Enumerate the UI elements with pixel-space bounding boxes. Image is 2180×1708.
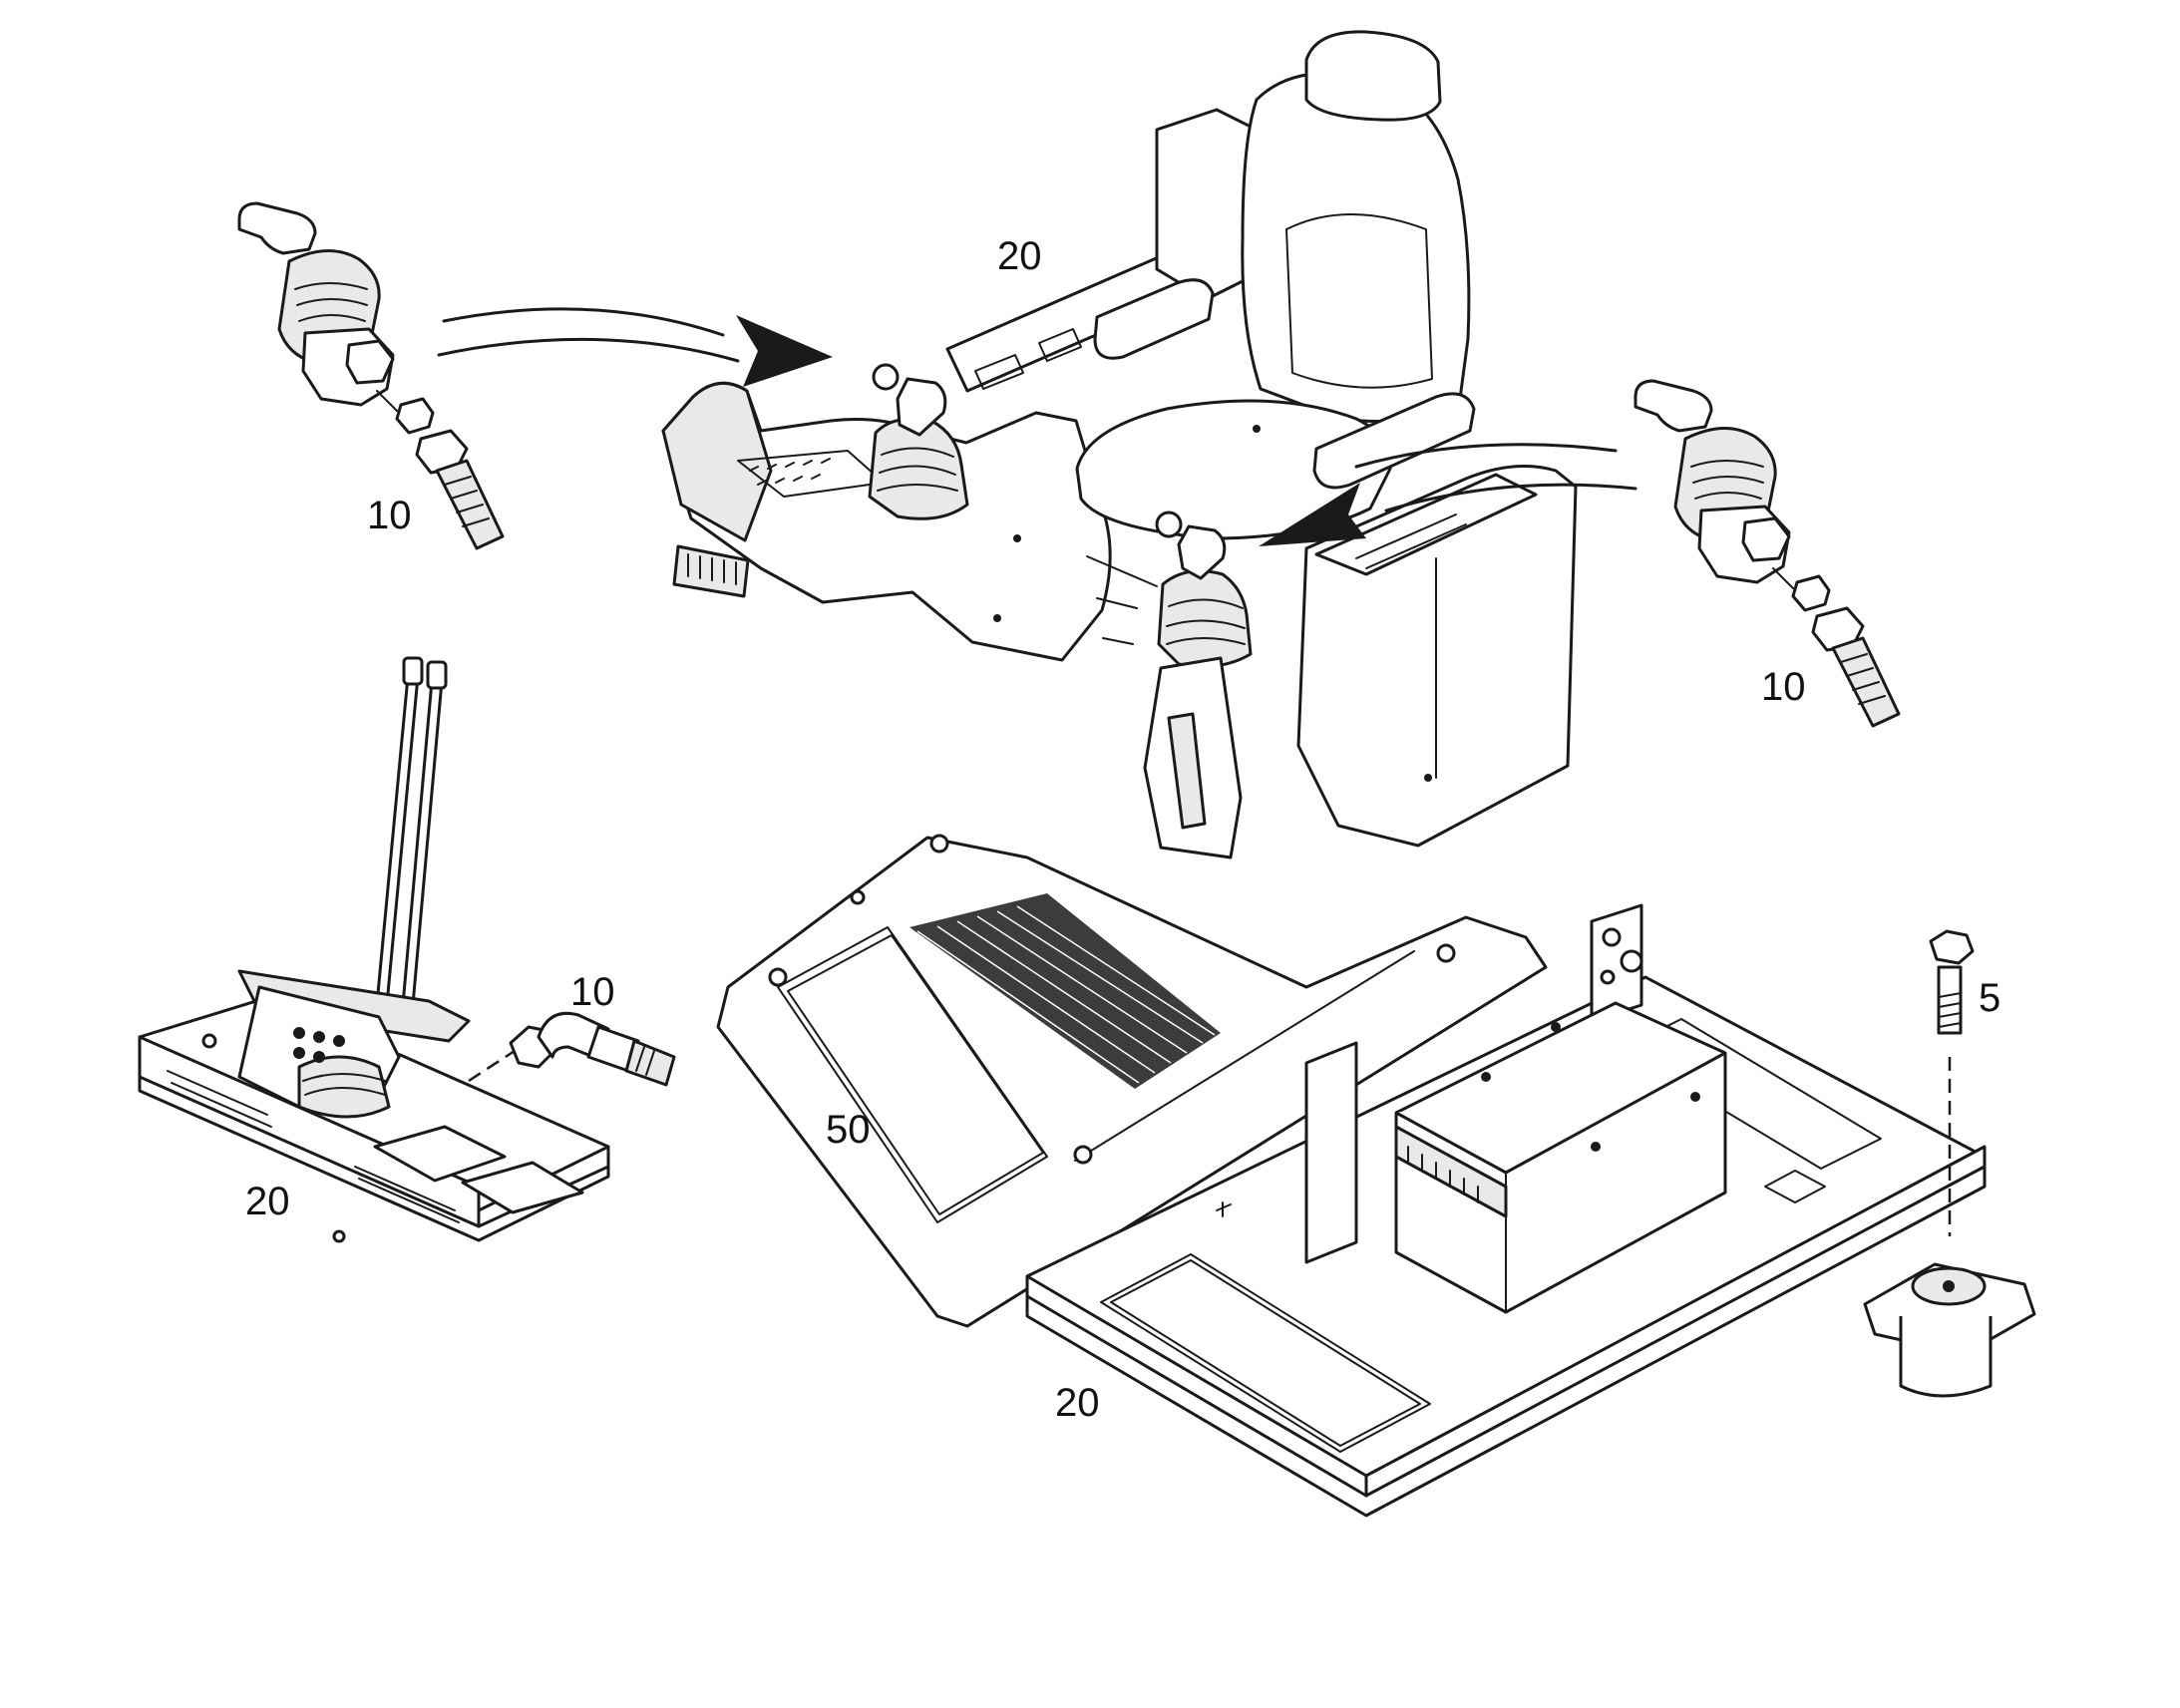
callout-cab-console: 20 <box>997 234 1042 278</box>
cab-console-assembly <box>661 30 1578 859</box>
right-insertion-arrow <box>1259 443 1637 546</box>
callout-joystick-right: 10 <box>1761 665 1806 709</box>
callout-pedal-base: 20 <box>245 1180 290 1223</box>
callout-joystick-left: 10 <box>367 494 412 537</box>
callout-pedal-hose: 10 <box>570 970 615 1014</box>
floor-plate-assembly <box>1025 903 1987 1518</box>
left-joystick-assembly <box>237 201 505 550</box>
floor-mat <box>716 834 1548 1328</box>
callout-floor-plate: 20 <box>1055 1381 1100 1425</box>
left-insertion-arrow <box>437 307 833 387</box>
right-joystick-assembly <box>1634 379 1901 728</box>
callout-bolt: 5 <box>1979 976 2000 1020</box>
bolt-and-mount <box>1863 929 2036 1398</box>
floor-mat-grille <box>909 893 1221 1089</box>
callout-floor-mat: 50 <box>826 1108 871 1152</box>
pedal-base-assembly <box>138 656 610 1243</box>
pedal-hose-fitting <box>509 1011 676 1087</box>
